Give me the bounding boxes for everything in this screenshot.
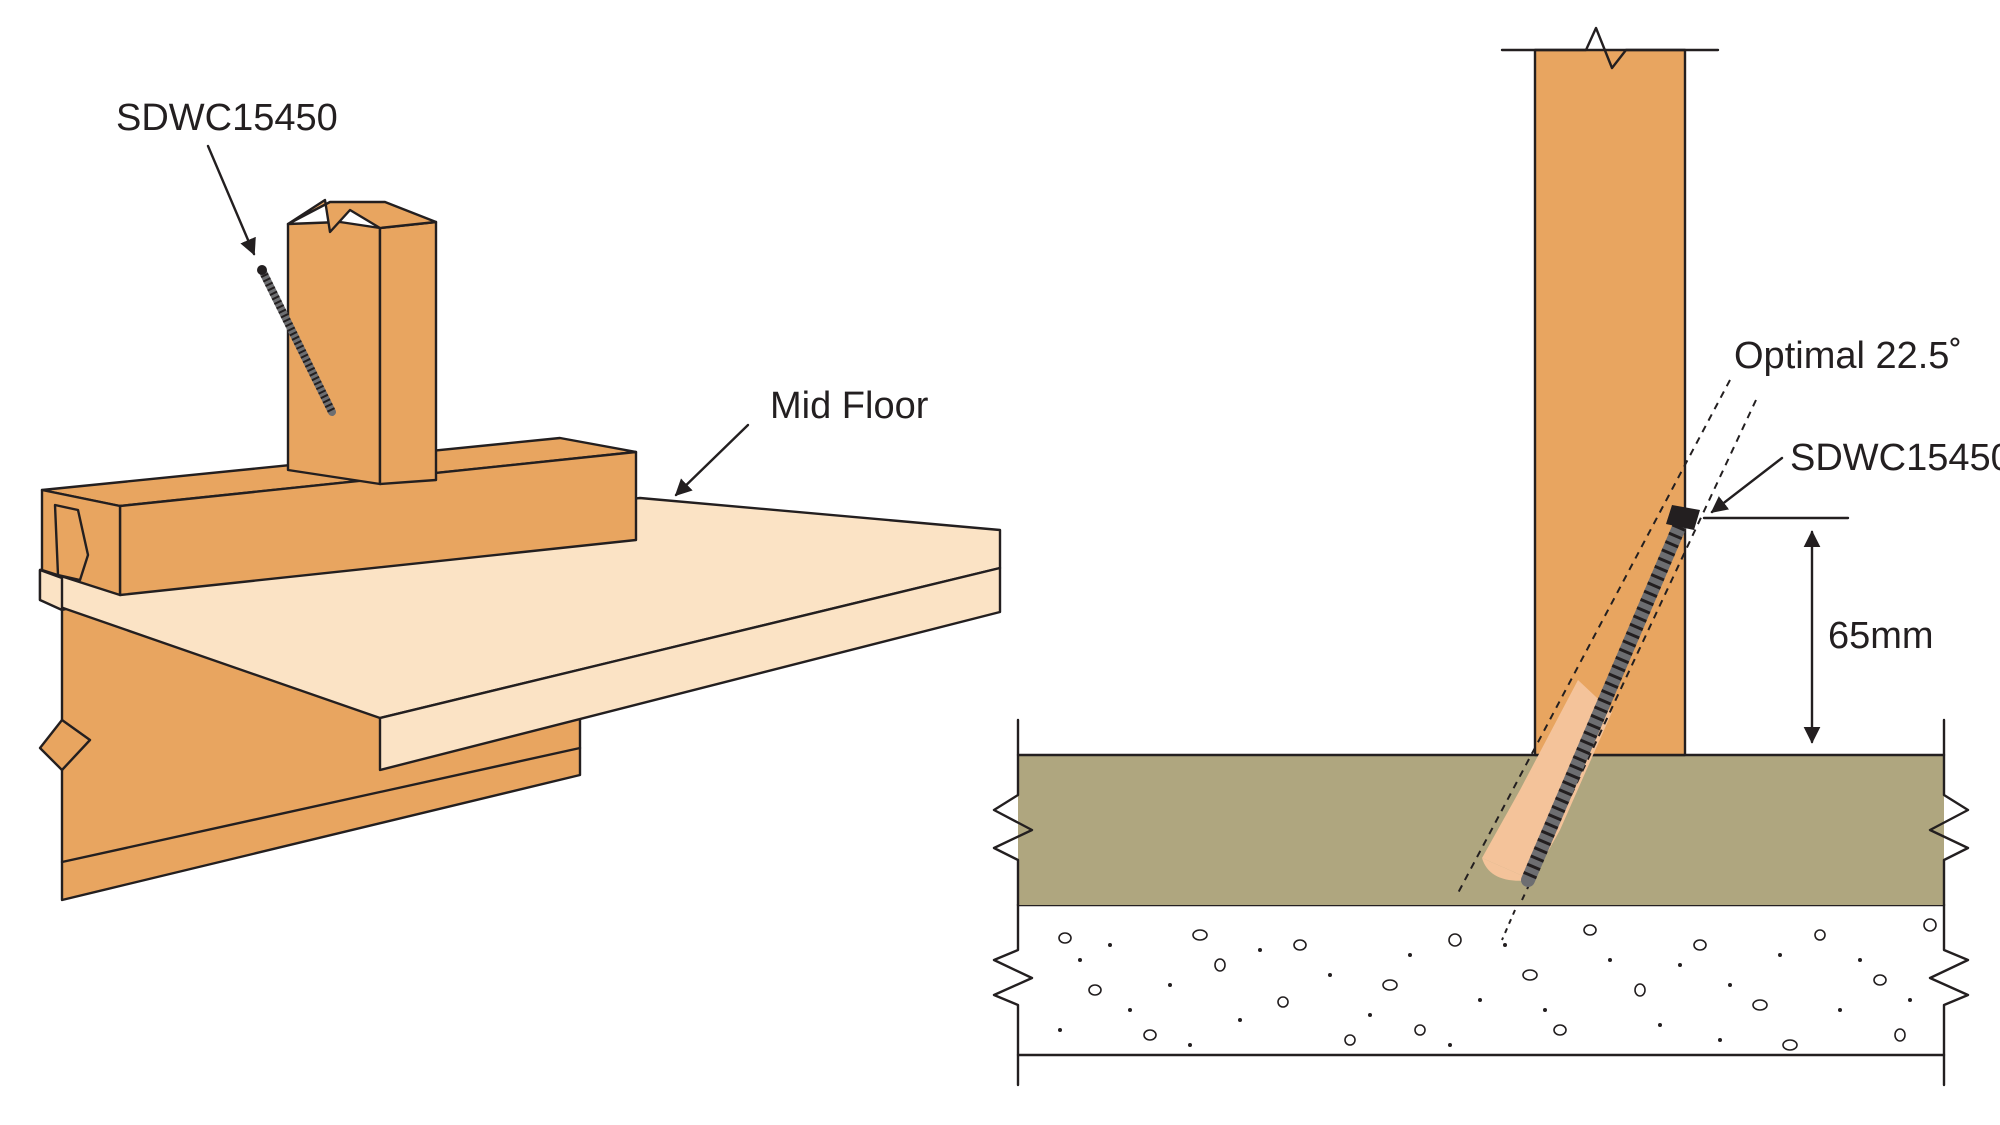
right-section-view: Optimal 22.5˚ SDWC15450 65mm <box>992 26 2000 1087</box>
right-screw-thread <box>1521 515 1690 883</box>
concrete-slab <box>992 903 1970 1087</box>
concrete-body <box>1018 905 1944 1055</box>
stud-body <box>1533 48 1687 757</box>
stud-break-line <box>1500 26 1720 70</box>
sill-plate-body <box>1018 755 1944 905</box>
left-isometric-view: SDWC15450 Mid Floor <box>38 97 1002 902</box>
bore-cone-tip <box>1482 858 1532 881</box>
left-screw <box>257 265 336 416</box>
stud-front <box>378 220 438 486</box>
aggregate-speckle <box>1058 918 1937 1051</box>
left-screw-thread <box>258 268 336 414</box>
stud-break-top <box>286 198 438 234</box>
break-line-icon <box>992 903 1034 1087</box>
rim-joist-notch <box>38 718 92 772</box>
right-screw-leader-arrow <box>1710 456 1784 514</box>
angle-label: Optimal 22.5˚ <box>1734 335 1962 377</box>
angle-guide-left <box>1457 379 1731 894</box>
aggregate-dots <box>1058 943 1912 1047</box>
left-screw-leader-arrow <box>206 144 256 256</box>
floor-sheet-left-edge <box>38 568 64 612</box>
right-screw-head <box>1666 505 1700 530</box>
mid-floor-leader-arrow <box>674 423 750 497</box>
left-screw-label: SDWC15450 <box>116 97 338 139</box>
bottom-plate-break <box>53 503 90 582</box>
bore-cone <box>1482 680 1612 880</box>
left-screw-head <box>257 265 267 275</box>
stud-section <box>1500 26 1720 757</box>
sill-plate <box>992 718 1970 907</box>
break-line-icon-right <box>1928 903 1970 1087</box>
dimension-label: 65mm <box>1828 615 1934 657</box>
rim-joist-edge <box>60 746 582 864</box>
wall-stud <box>286 198 438 486</box>
right-screw-label: SDWC15450 <box>1790 437 2000 479</box>
sill-break-line-left <box>992 718 1034 907</box>
rim-joist <box>38 606 582 902</box>
floor-sheet-edge <box>378 566 1002 772</box>
sill-break-line-right <box>1928 718 1970 907</box>
mid-floor-label: Mid Floor <box>770 385 929 427</box>
right-screw <box>1521 505 1700 887</box>
